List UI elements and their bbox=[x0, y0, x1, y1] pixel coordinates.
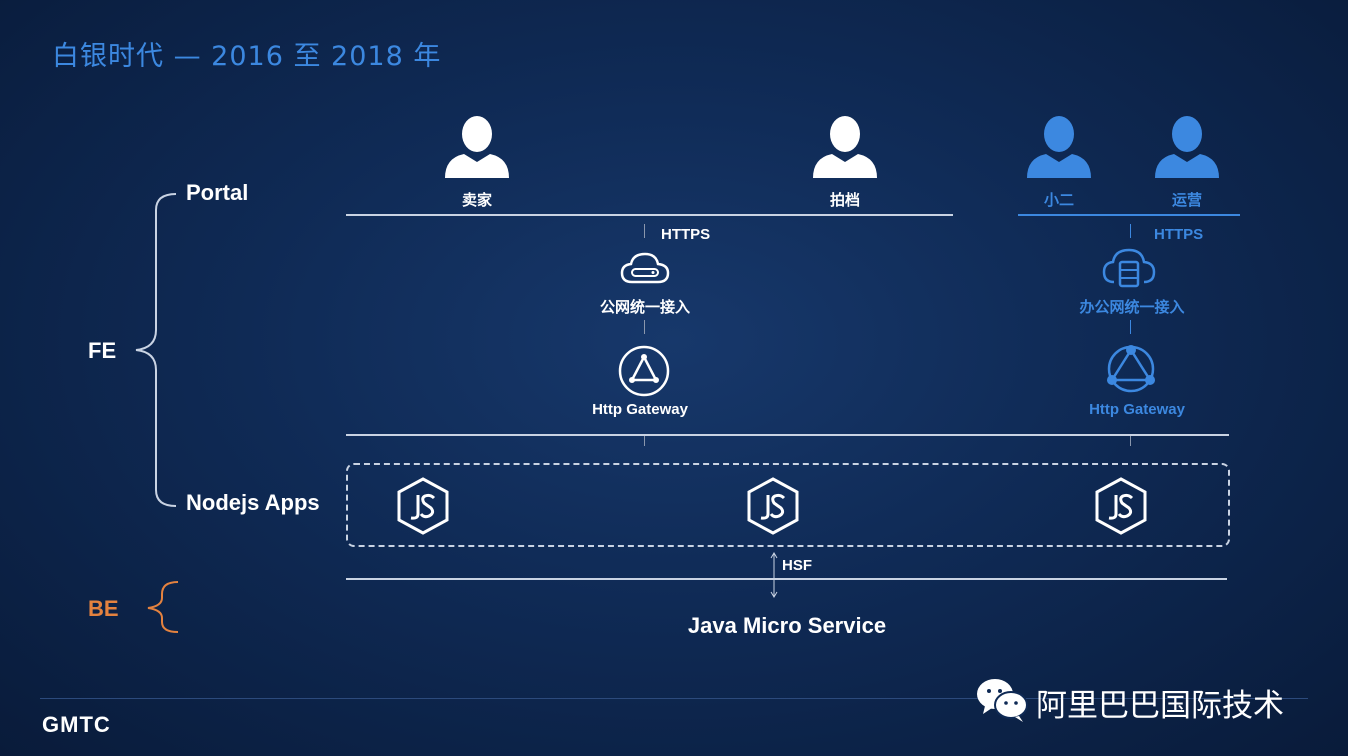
user-xiaoer-label: 小二 bbox=[1043, 192, 1075, 209]
user-auction-label: 拍档 bbox=[829, 192, 861, 209]
wechat-icon bbox=[977, 679, 1028, 722]
right-https-label: HTTPS bbox=[1154, 226, 1204, 243]
nodejs-icon bbox=[1095, 477, 1147, 535]
gateway-icon bbox=[618, 345, 670, 397]
arrow bbox=[644, 436, 645, 446]
seller-user-icon bbox=[445, 116, 509, 178]
operations-user-icon bbox=[1155, 116, 1219, 178]
arrow bbox=[644, 320, 645, 334]
fe-bracket bbox=[135, 193, 179, 633]
office-access-label: 办公网统一接入 bbox=[1079, 299, 1185, 316]
portal-label: Portal bbox=[186, 180, 249, 205]
hsf-bidirectional-arrow bbox=[770, 552, 778, 598]
user-operations-label: 运营 bbox=[1171, 192, 1203, 209]
portal-divider-right bbox=[1018, 214, 1240, 216]
user-seller-label: 卖家 bbox=[461, 192, 493, 209]
java-service-label: Java Micro Service bbox=[687, 613, 887, 638]
hsf-label: HSF bbox=[782, 557, 812, 574]
public-access-label: 公网统一接入 bbox=[599, 299, 691, 316]
page-title: 白银时代 — 2016 至 2018 年 bbox=[52, 41, 442, 72]
arrow bbox=[1130, 224, 1131, 238]
fe-label: FE bbox=[88, 338, 117, 363]
footer-divider bbox=[40, 698, 1308, 699]
arrow bbox=[644, 224, 645, 238]
right-gateway-label: Http Gateway bbox=[1089, 401, 1185, 418]
left-https-label: HTTPS bbox=[661, 226, 711, 243]
cloud-icon bbox=[620, 252, 670, 284]
gmtc-logo: GMTC bbox=[42, 712, 111, 737]
left-gateway-label: Http Gateway bbox=[592, 401, 688, 418]
office-cloud-icon bbox=[1102, 248, 1156, 288]
watermark-text: 阿里巴巴国际技术 bbox=[1036, 688, 1284, 724]
nodejs-icon bbox=[397, 477, 449, 535]
be-divider bbox=[346, 578, 1227, 580]
gateway-icon-blue bbox=[1107, 345, 1155, 393]
fe-divider bbox=[346, 434, 1229, 436]
portal-divider-left bbox=[346, 214, 953, 216]
auction-user-icon bbox=[813, 116, 877, 178]
xiaoer-user-icon bbox=[1027, 116, 1091, 178]
nodejs-icon bbox=[747, 477, 799, 535]
be-label: BE bbox=[88, 596, 119, 621]
nodejs-apps-label: Nodejs Apps bbox=[186, 490, 320, 515]
arrow bbox=[1130, 320, 1131, 334]
arrow bbox=[1130, 436, 1131, 446]
be-bracket bbox=[147, 581, 179, 633]
nodejs-apps-box bbox=[346, 463, 1230, 547]
